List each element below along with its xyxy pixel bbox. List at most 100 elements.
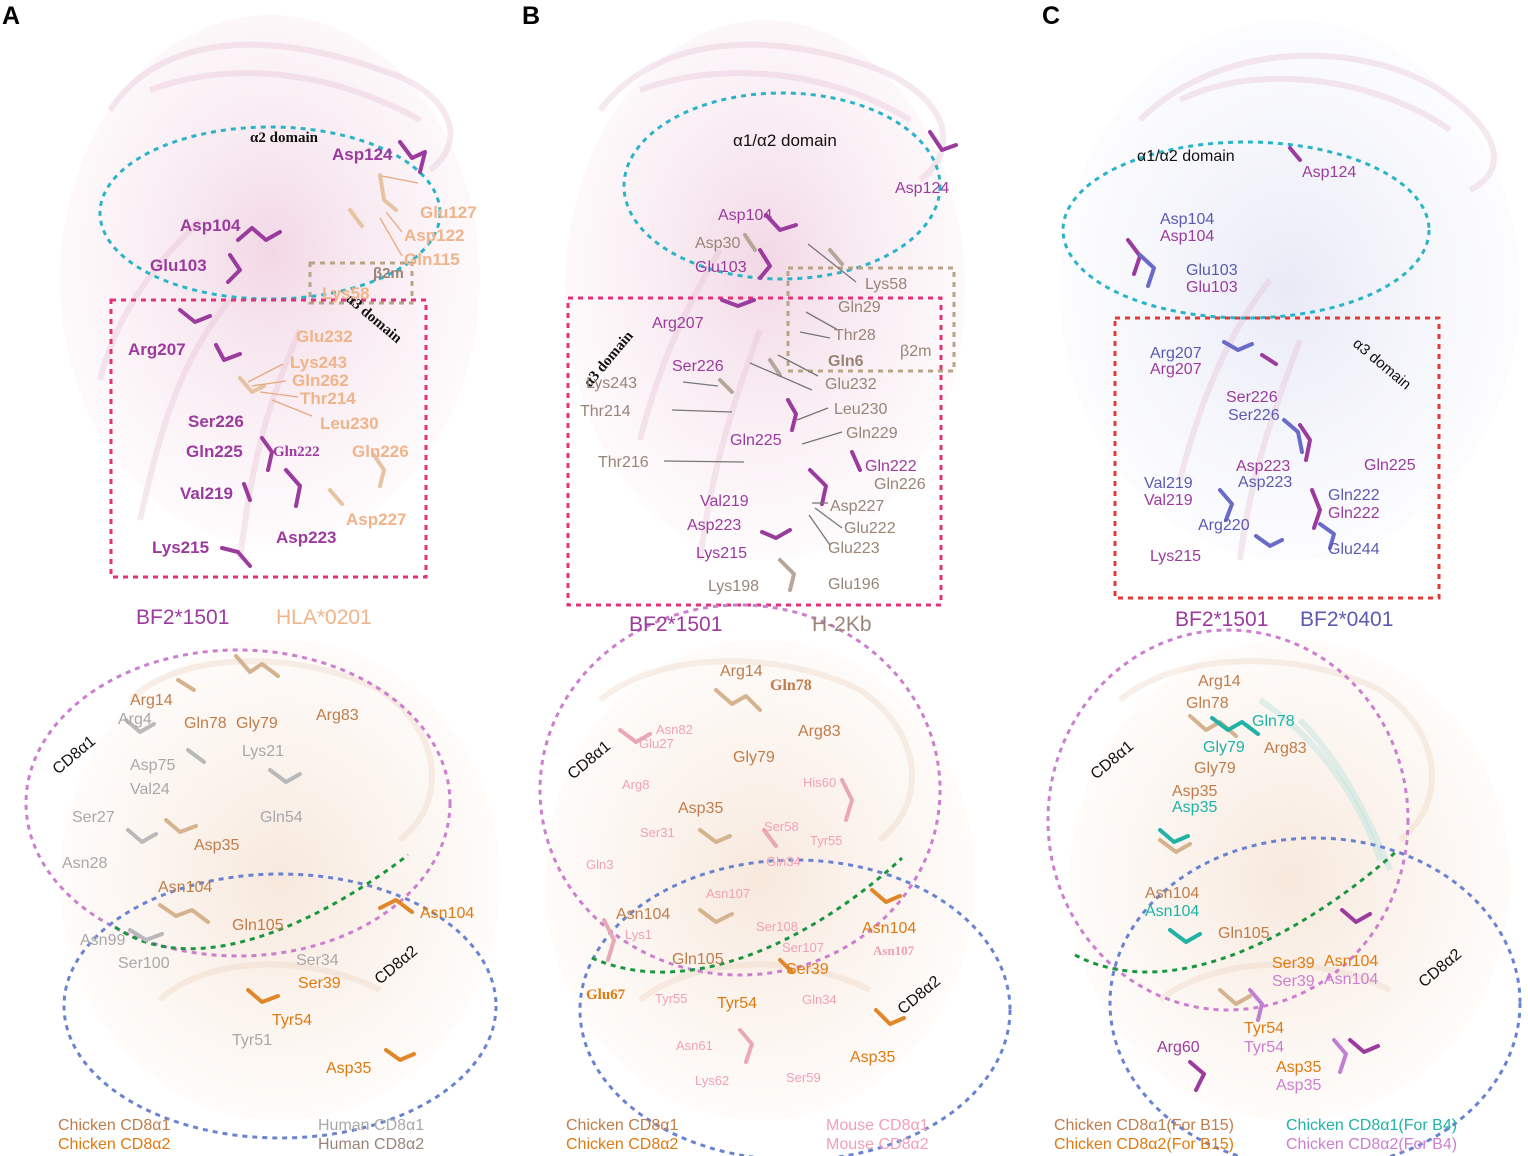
leader-lines xyxy=(247,175,857,546)
residue-label: Gln262 xyxy=(292,371,349,390)
residue-label: Lys215 xyxy=(1150,548,1201,565)
residue-label: Gln34 xyxy=(802,992,837,1007)
residue-label: Gln222 xyxy=(1328,505,1380,522)
panel-b-legend-mouse-a1: Mouse CD8α1 xyxy=(826,1117,929,1134)
residue-label: Asn99 xyxy=(80,932,125,949)
residue-label: Gln6 xyxy=(828,353,864,370)
panel-a-letter: A xyxy=(2,2,20,30)
residue-label: Asp35 xyxy=(326,1060,371,1077)
residue-label: Gln29 xyxy=(838,299,881,316)
panel-c-alpha3-box xyxy=(1113,316,1441,600)
residue-label: Glu244 xyxy=(1328,541,1380,558)
residue-label: Lys243 xyxy=(586,375,637,392)
residue-label: Ser27 xyxy=(72,809,115,826)
residue-label: Ser226 xyxy=(672,358,724,375)
residue-label: Asp104 xyxy=(718,207,772,224)
residue-label: Ser39 xyxy=(1272,955,1315,972)
panel-a-alpha2-outline xyxy=(98,125,442,301)
residue-label: Gln78 xyxy=(770,677,812,694)
residue-label: Asp124 xyxy=(332,145,393,164)
residue-label: Asp35 xyxy=(1276,1077,1321,1094)
residue-label: His60 xyxy=(803,775,836,790)
residue-label: Lys243 xyxy=(290,353,347,372)
residue-label: Lys21 xyxy=(242,743,284,760)
residue-label: Asp35 xyxy=(194,837,239,854)
residue-label: Ser34 xyxy=(296,952,339,969)
residue-label: Gly79 xyxy=(733,749,775,766)
residue-label: Asp124 xyxy=(895,180,949,197)
residue-label: Asn82 xyxy=(656,722,693,737)
panel-a-legend-chicken-a2: Chicken CD8α2 xyxy=(58,1136,171,1153)
residue-label: Ser58 xyxy=(764,819,799,834)
residue-label: Arg60 xyxy=(1157,1039,1200,1056)
residue-label: Gln225 xyxy=(186,442,243,461)
residue-label: Glu127 xyxy=(420,203,477,222)
residue-label: Gln54 xyxy=(260,809,303,826)
residue-label: Ser39 xyxy=(786,961,829,978)
residue-label: Gln229 xyxy=(846,425,898,442)
residue-label: Gln78 xyxy=(1186,695,1229,712)
residue-label: Thr28 xyxy=(834,327,876,344)
residue-label: Val219 xyxy=(1144,475,1193,492)
residue-label: Asn104 xyxy=(1145,903,1199,920)
residue-label: Tyr54 xyxy=(272,1012,312,1029)
panel-b-alpha12-label: α1/α2 domain xyxy=(733,131,837,150)
residue-label: Tyr54 xyxy=(1244,1039,1284,1056)
residue-label: Val24 xyxy=(130,781,170,798)
panel-b-legend-bf2: BF2*1501 xyxy=(629,613,722,636)
residue-label: Gln222 xyxy=(1328,487,1380,504)
residue-label: Asn104 xyxy=(616,906,670,923)
residue-label: Tyr51 xyxy=(232,1032,272,1049)
panel-c-legend-chicken-a1-b4: Chicken CD8α1(For B4) xyxy=(1286,1117,1457,1134)
residue-label: Asn104 xyxy=(158,879,212,896)
residue-label: Lys58 xyxy=(322,284,370,303)
residue-label: Leu230 xyxy=(834,401,887,418)
residue-label: Gln226 xyxy=(352,442,409,461)
residue-label: Glu67 xyxy=(586,987,626,1003)
residue-label: Asp223 xyxy=(1236,458,1290,475)
residue-label: Glu27 xyxy=(639,736,674,751)
residue-label: Ser31 xyxy=(640,825,675,840)
residue-label: Asp35 xyxy=(1172,799,1217,816)
residue-label: Arg207 xyxy=(1150,361,1202,378)
residue-label: Gln3 xyxy=(586,857,613,872)
residue-label: Gln105 xyxy=(232,917,284,934)
panel-c-legend-bf2-0401: BF2*0401 xyxy=(1300,608,1393,631)
residue-label: Ser39 xyxy=(1272,973,1315,990)
panel-a-legend-hla: HLA*0201 xyxy=(276,606,372,629)
panel-a-cd8a1-outline xyxy=(24,648,452,958)
residue-label: Gln222 xyxy=(865,458,917,475)
residue-label: Glu103 xyxy=(1186,262,1238,279)
residue-label: Asp223 xyxy=(276,528,336,547)
residue-label: Tyr55 xyxy=(810,833,843,848)
residue-label: Asp35 xyxy=(850,1049,895,1066)
residue-label: Gly79 xyxy=(1194,760,1236,777)
panel-b-cd8a2-outline xyxy=(578,858,1012,1156)
residue-label: Asp223 xyxy=(687,517,741,534)
residue-label: Ser100 xyxy=(118,955,170,972)
residue-label: Asp35 xyxy=(678,800,723,817)
residue-label: Val219 xyxy=(700,493,749,510)
panel-a-legend-human-a2: Human CD8α2 xyxy=(318,1136,424,1153)
residue-label: Leu230 xyxy=(320,414,379,433)
protein-backgrounds xyxy=(60,15,1520,1120)
domain-outlines xyxy=(24,91,1522,1156)
panel-b-alpha12-outline xyxy=(622,91,942,281)
residue-label: Asp227 xyxy=(346,510,406,529)
residue-label: Asp30 xyxy=(695,235,740,252)
residue-label: Arg14 xyxy=(130,692,173,709)
residue-label: Lys1 xyxy=(625,927,652,942)
residue-label: Tyr54 xyxy=(1244,1020,1284,1037)
panel-c-legend-bf2-1501: BF2*1501 xyxy=(1175,608,1268,631)
panel-c-legend-chicken-a1-b15: Chicken CD8α1(For B15) xyxy=(1054,1117,1234,1134)
residue-label: Asn104 xyxy=(1324,953,1378,970)
residue-label: Glu196 xyxy=(828,576,880,593)
residue-label: Lys198 xyxy=(708,578,759,595)
residue-label: Ser226 xyxy=(188,412,244,431)
residue-label: Asn107 xyxy=(873,943,915,958)
residue-label: Asn28 xyxy=(62,855,107,872)
panel-b-interface-line xyxy=(591,856,904,974)
residue-label: Arg4 xyxy=(118,711,152,728)
residue-label: Ser226 xyxy=(1228,407,1280,424)
residue-label: Lys58 xyxy=(865,276,907,293)
